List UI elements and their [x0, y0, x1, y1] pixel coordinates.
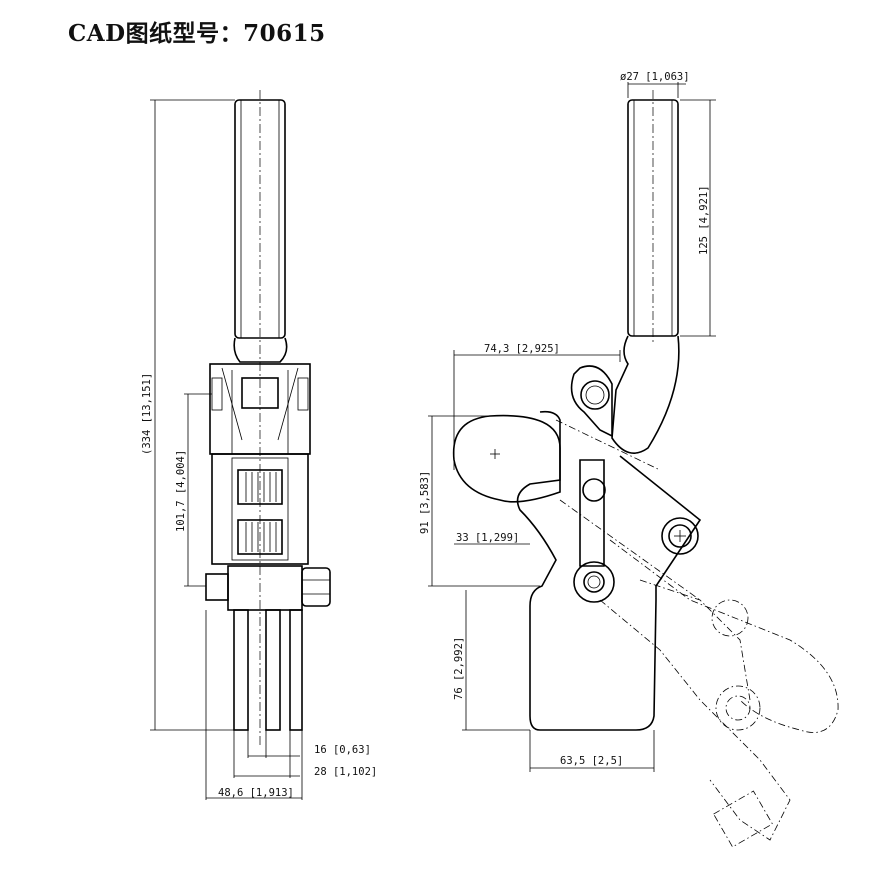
- side-view: ø27 [1,063] 125 [4,921] 74,3 [2,925] 91 …: [419, 71, 839, 848]
- front-view: (334 [13,151] 101,7 [4,004] 16 [0,63] 28…: [141, 90, 377, 800]
- dim-total-height: (334 [13,151]: [141, 373, 153, 455]
- dim-handle-length: 125 [4,921]: [698, 185, 710, 255]
- dim-base-width: 63,5 [2,5]: [560, 755, 623, 767]
- page-title: CAD图纸型号：70615: [68, 20, 326, 47]
- dim-width-28: 28 [1,102]: [314, 766, 377, 778]
- dim-offset-33: 33 [1,299]: [456, 532, 519, 544]
- dim-width-48: 48,6 [1,913]: [218, 787, 294, 799]
- dim-height-91: 91 [3,583]: [419, 471, 431, 534]
- dim-reach: 74,3 [2,925]: [484, 343, 560, 355]
- dim-width-16: 16 [0,63]: [314, 744, 371, 756]
- dim-diameter: ø27 [1,063]: [620, 71, 690, 83]
- dim-height-76: 76 [2,992]: [453, 637, 465, 700]
- dim-upper-height: 101,7 [4,004]: [175, 450, 187, 532]
